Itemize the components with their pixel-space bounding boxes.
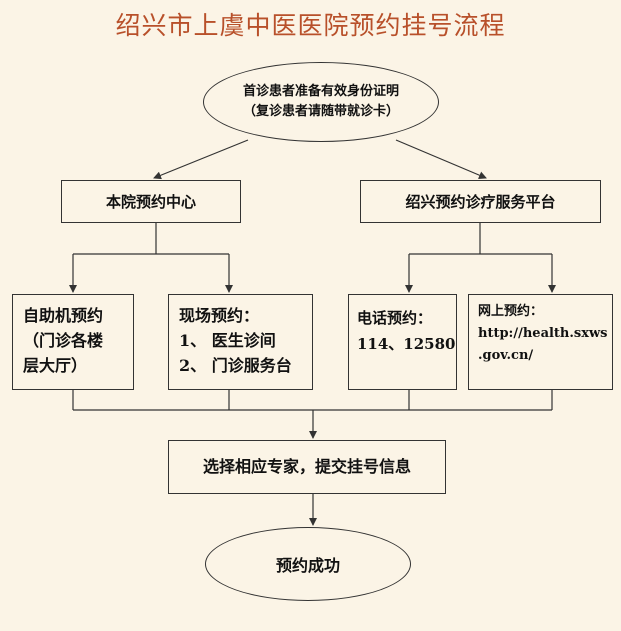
online-line-3: .gov.cn/ — [478, 348, 534, 363]
start-line-1: 首诊患者准备有效身份证明 — [242, 84, 399, 99]
end-node: 预约成功 — [205, 527, 411, 601]
online-box: 网上预约： http://health.sxws .gov.cn/ — [468, 294, 613, 390]
arrow-start-to-center — [153, 139, 249, 180]
self-service-box: 自助机预约 （门诊各楼 层大厅） — [12, 294, 134, 390]
shaoxing-platform-label: 绍兴预约诊疗服务平台 — [405, 192, 556, 211]
self-service-line-1: 自助机预约 — [23, 306, 104, 325]
onsite-line-2: 1、 医生诊间 — [179, 331, 276, 350]
phone-box: 电话预约： 114、12580 — [348, 294, 457, 390]
select-expert-label: 选择相应专家，提交挂号信息 — [202, 457, 411, 476]
hospital-booking-center-box: 本院预约中心 — [61, 180, 241, 223]
shaoxing-platform-box: 绍兴预约诊疗服务平台 — [360, 180, 601, 223]
onsite-box: 现场预约： 1、 医生诊间 2、 门诊服务台 — [168, 294, 313, 390]
online-line-2: http://health.sxws — [478, 326, 608, 341]
hospital-booking-center-label: 本院预约中心 — [105, 192, 196, 211]
arrow-start-to-platform — [395, 139, 487, 179]
onsite-line-3: 2、 门诊服务台 — [179, 356, 292, 375]
phone-line-1: 电话预约： — [357, 309, 433, 327]
start-node: 首诊患者准备有效身份证明 （复诊患者请随带就诊卡） — [203, 62, 439, 142]
start-line-2: （复诊患者请随带就诊卡） — [242, 104, 399, 119]
end-label: 预约成功 — [275, 556, 340, 575]
self-service-line-3: 层大厅） — [23, 356, 88, 375]
page-title: 绍兴市上虞中医医院预约挂号流程 — [115, 11, 506, 40]
phone-line-2: 114、12580 — [357, 335, 456, 353]
onsite-line-1: 现场预约： — [179, 306, 260, 325]
select-expert-box: 选择相应专家，提交挂号信息 — [168, 440, 446, 494]
self-service-line-2: （门诊各楼 — [23, 331, 104, 350]
online-line-1: 网上预约： — [478, 304, 544, 319]
